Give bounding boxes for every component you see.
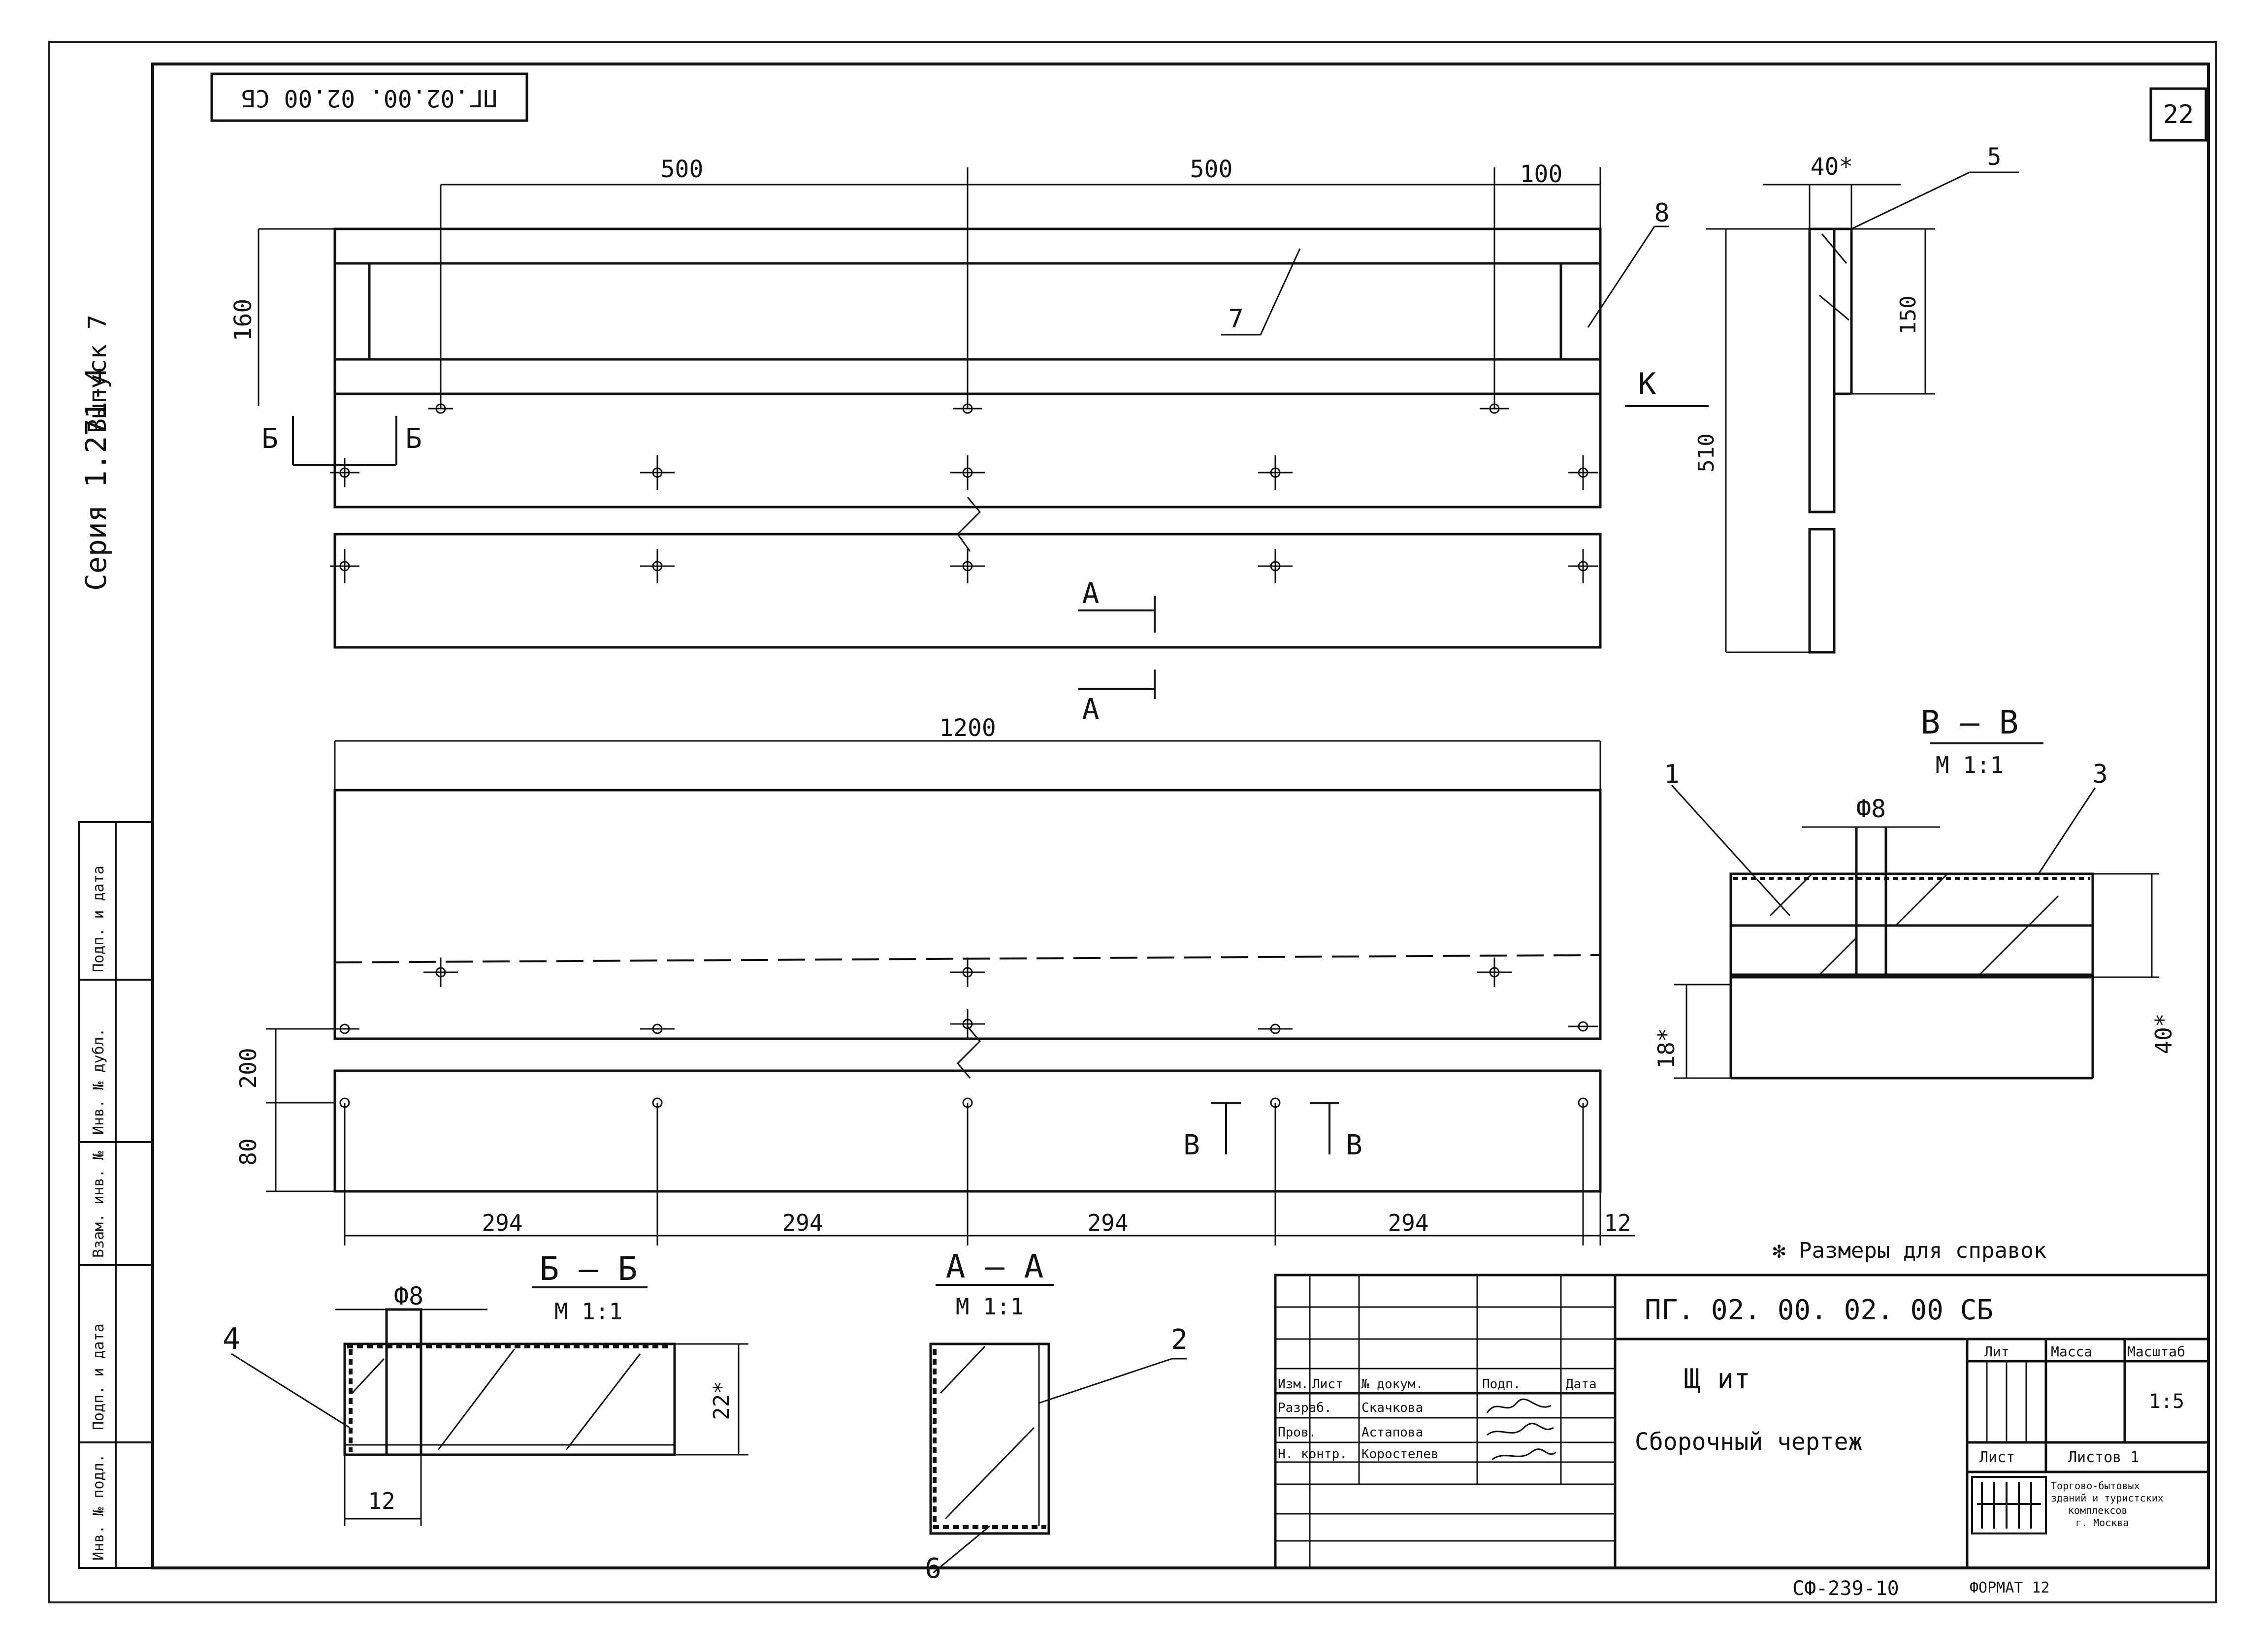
dim-294b: 294: [782, 1210, 823, 1236]
section-b-markers: [292, 416, 397, 466]
title-block: [1274, 1274, 2210, 1569]
vv-dia: Ф8: [1856, 795, 1886, 823]
tb-role-norm: Н. контр.: [1278, 1447, 1347, 1462]
section-bb-title: Б – Б: [540, 1250, 638, 1288]
view-k-label: К: [1638, 367, 1656, 401]
org-logo: [1971, 1476, 2047, 1534]
inner-frame: [151, 63, 2210, 1569]
rotated-code: ПГ.02.00. 02.00 СБ: [241, 84, 497, 112]
dim-500a: 500: [661, 156, 704, 183]
tb-h-doc: № докум.: [1361, 1377, 1423, 1392]
stamp-cell-3: Взам. инв. №: [90, 1151, 107, 1258]
reference-note: ✻ Размеры для справок: [1773, 1238, 2046, 1263]
stamp-cell-4: Инв. № дубл.: [90, 1028, 107, 1135]
section-bb-scale: М 1:1: [554, 1298, 622, 1325]
stamp-cell-1: Инв. № подл.: [90, 1454, 107, 1561]
section-v-markers: [1211, 1102, 1339, 1154]
bb-dim-12: 12: [368, 1488, 395, 1514]
tb-sheet: Лист: [1979, 1449, 2015, 1466]
side-view: [1706, 171, 2019, 654]
vv-dim-18: 18*: [1653, 1028, 1680, 1069]
dim-160: 160: [229, 299, 257, 342]
section-b-left: Б: [261, 423, 278, 455]
section-aa: [929, 1284, 1187, 1574]
tb-org-3: комплексов: [2068, 1504, 2127, 1516]
doc-name-line1: Щ ит: [1684, 1363, 1750, 1395]
tb-h-list: Лист: [1312, 1377, 1343, 1392]
dim-12-front: 12: [1604, 1210, 1631, 1236]
front-view-holes: [330, 958, 1598, 1108]
section-bb: [231, 1286, 748, 1526]
format-label: ФОРМАТ 12: [1970, 1579, 2050, 1596]
stamp-cell-5: Подп. и дата: [90, 865, 107, 972]
tb-role-dev: Разраб.: [1278, 1401, 1332, 1415]
tb-mass: Масса: [2051, 1343, 2092, 1360]
part-label-8: 8: [1654, 198, 1669, 228]
part-label-7: 7: [1228, 304, 1243, 334]
section-a-markers: [1078, 596, 1156, 699]
tb-org-1: Торгово-бытовых: [2051, 1480, 2140, 1492]
tb-name-norm: Коростелев: [1361, 1447, 1439, 1462]
section-a-bottom: А: [1082, 692, 1100, 726]
side-stamp: Инв. № подл. Подп. и дата Взам. инв. № И…: [78, 821, 154, 1569]
side-dim-40: 40*: [1811, 153, 1853, 181]
dim-500b: 500: [1190, 156, 1233, 183]
aa-label-2: 2: [1171, 1324, 1188, 1356]
stamp-cell-2: Подп. и дата: [90, 1323, 107, 1430]
tb-sheets: Листов 1: [2068, 1449, 2139, 1466]
tb-name-check: Астапова: [1361, 1425, 1423, 1440]
side-dim-150: 150: [1896, 295, 1921, 334]
section-v-left: В: [1183, 1129, 1200, 1161]
section-aa-title: А – А: [946, 1247, 1044, 1285]
issue-text: Выпуск 7: [83, 315, 112, 433]
section-vv-scale: М 1:1: [1936, 752, 2004, 778]
section-vv: [1671, 742, 2159, 1080]
dim-294c: 294: [1087, 1210, 1128, 1236]
dim-294a: 294: [482, 1210, 522, 1236]
tb-role-check: Пров.: [1278, 1425, 1316, 1440]
section-vv-title: В – В: [1921, 703, 2019, 741]
aa-label-6: 6: [925, 1553, 941, 1585]
code-box: [210, 72, 528, 122]
doc-code: ПГ. 02. 00. 02. 00 СБ: [1645, 1294, 1993, 1326]
vv-dim-40: 40*: [2150, 1013, 2177, 1054]
vv-label-1: 1: [1664, 760, 1679, 789]
tb-scale-h: Масштаб: [2127, 1343, 2185, 1360]
part-label-5: 5: [1987, 143, 2002, 171]
tb-org-2: зданий и туристских: [2051, 1492, 2164, 1504]
front-view: [266, 740, 1635, 1245]
section-v-right: В: [1346, 1129, 1362, 1161]
doc-name-line2: Сборочный чертеж: [1635, 1428, 1862, 1456]
sheet-number: 22: [2163, 100, 2194, 129]
bb-dia: Ф8: [394, 1282, 423, 1310]
outer-frame: [48, 41, 2217, 1603]
tb-org-4: г. Москва: [2075, 1517, 2129, 1529]
bb-label-4: 4: [223, 1322, 240, 1356]
dim-200: 200: [235, 1048, 261, 1088]
dim-294d: 294: [1388, 1210, 1428, 1236]
tb-name-dev: Скачкова: [1361, 1401, 1423, 1415]
stamp-bottom: СФ-239-10: [1792, 1577, 1899, 1600]
top-view: [258, 167, 1669, 649]
tb-h-sign: Подп.: [1482, 1377, 1521, 1392]
section-aa-scale: М 1:1: [956, 1293, 1024, 1320]
tb-h-date: Дата: [1566, 1377, 1597, 1392]
bb-dim-22: 22*: [709, 1381, 734, 1420]
top-view-holes: [330, 403, 1598, 583]
signatures: [1486, 1399, 1556, 1461]
tb-lit: Лит: [1984, 1343, 2009, 1360]
section-b-right: Б: [405, 423, 422, 455]
dim-100: 100: [1520, 160, 1563, 188]
series-text: Серия 1.271-4: [79, 367, 113, 591]
tb-scale-value: 1:5: [2149, 1390, 2184, 1413]
dim-80: 80: [235, 1138, 261, 1165]
dim-1200: 1200: [939, 714, 996, 742]
section-a-top: А: [1082, 576, 1100, 610]
side-dim-510: 510: [1694, 433, 1719, 472]
sheet-number-box: [2149, 87, 2207, 142]
tb-h-izm: Изм.: [1278, 1377, 1309, 1392]
vv-label-3: 3: [2092, 760, 2107, 789]
